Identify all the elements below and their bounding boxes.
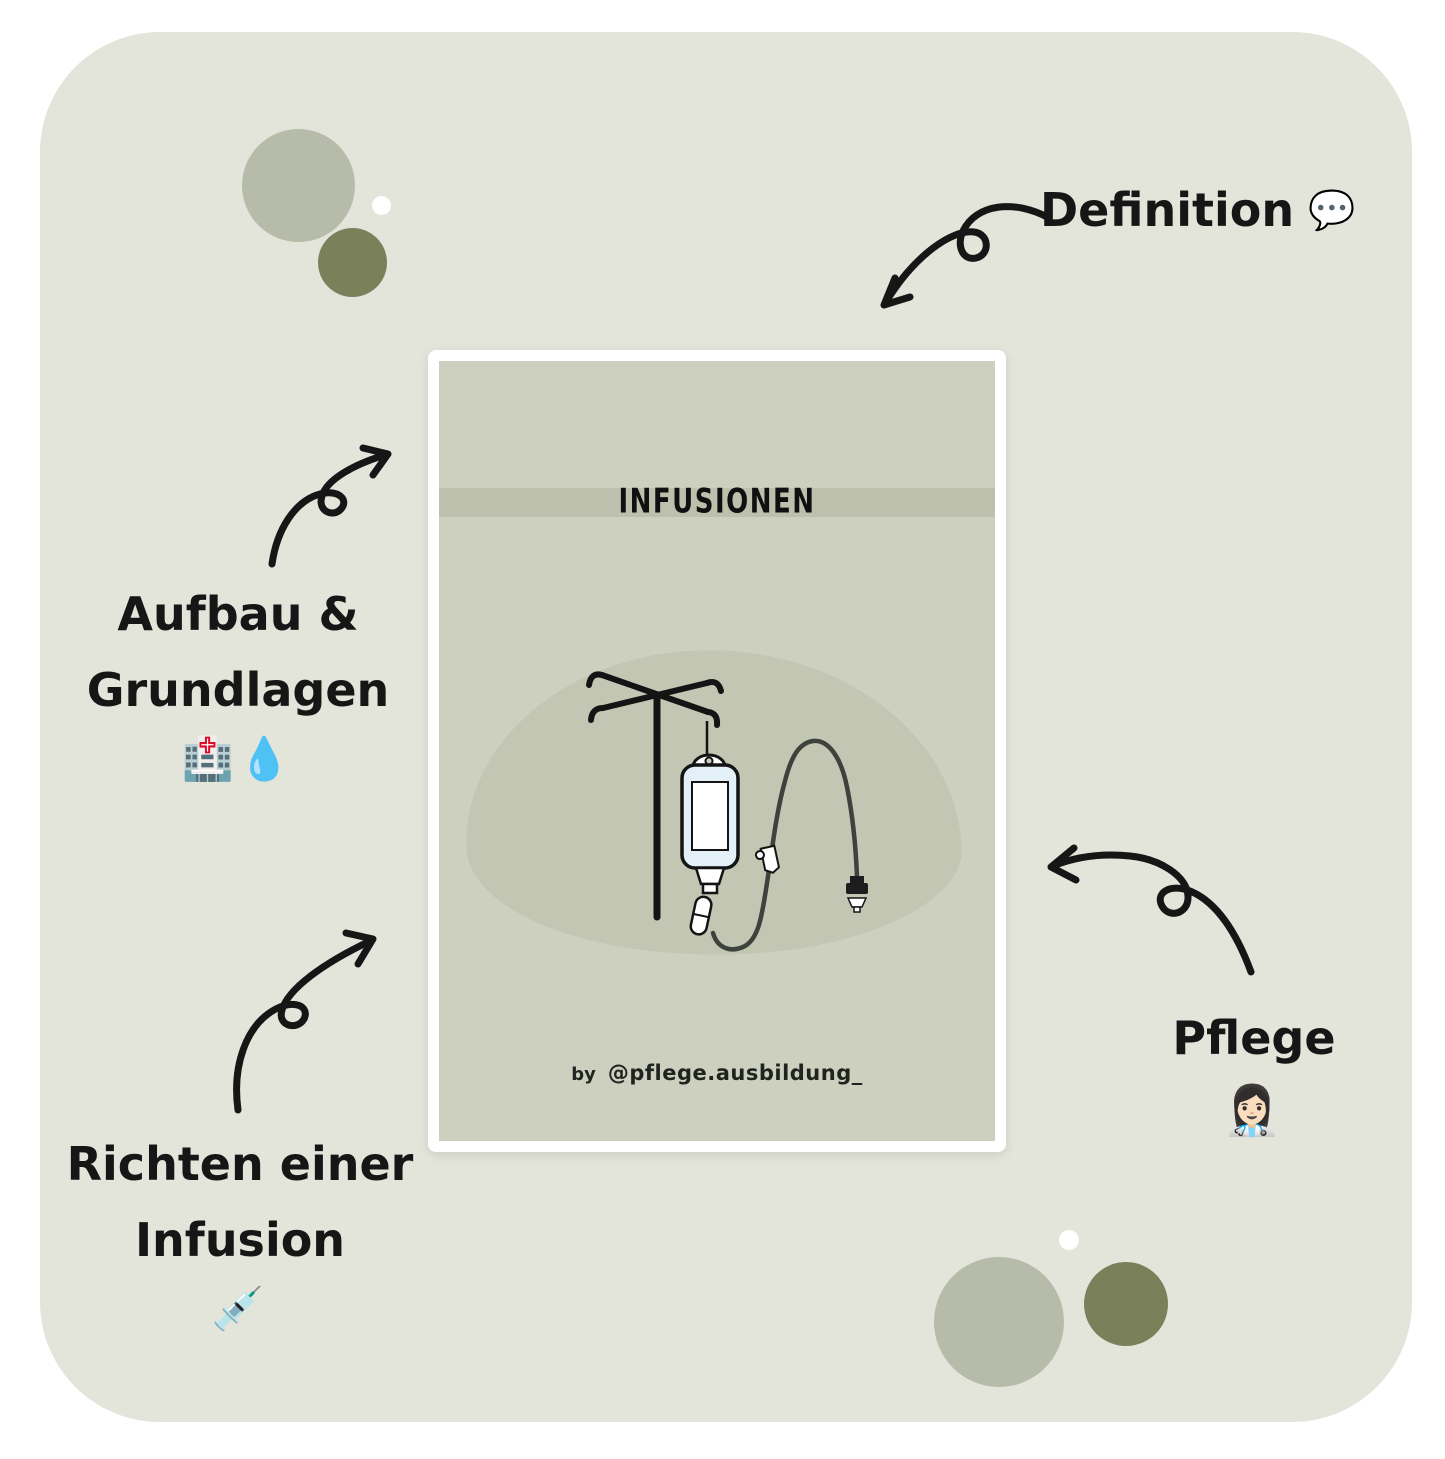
byline-by: by	[571, 1064, 596, 1085]
topic-aufbau-line1: Aufbau &	[117, 587, 359, 641]
arrow-to-card-from-aufbau	[262, 444, 402, 570]
decor-dot-white-bottom	[1059, 1230, 1079, 1250]
topic-richten-infusion: Richten einer Infusion 💉	[50, 1126, 430, 1340]
topic-richten-line2: Infusion	[134, 1213, 346, 1267]
luer-connector	[846, 876, 868, 913]
woman-health-worker-icon: 👩🏻‍⚕️	[1222, 1083, 1286, 1139]
topic-aufbau-line2: Grundlagen	[86, 663, 390, 717]
arrow-to-card-from-richten	[222, 926, 392, 1114]
bag-label	[691, 781, 729, 851]
cover-card-inner: INFUSIONEN	[439, 361, 995, 1141]
title-band	[439, 488, 995, 517]
card-title-text: INFUSIONEN	[618, 482, 816, 522]
iv-illustration	[586, 671, 868, 952]
pole-hooks	[586, 671, 724, 728]
topic-definition: Definition 💬	[1040, 172, 1400, 248]
decor-circle-light-bottom	[934, 1257, 1064, 1387]
tubing	[710, 738, 860, 952]
topic-definition-label: Definition	[1040, 183, 1295, 237]
topic-aufbau-grundlagen: Aufbau & Grundlagen 🏥💧	[58, 576, 418, 790]
decor-circle-light-top	[242, 129, 355, 242]
card-title: INFUSIONEN	[439, 475, 995, 529]
speech-balloon-icon: 💬	[1308, 187, 1356, 232]
arrow-to-card-from-definition	[862, 196, 1052, 328]
cover-card: INFUSIONEN	[428, 350, 1006, 1152]
syringe-icon: 💉	[211, 1284, 269, 1333]
arrow-to-card-from-pflege	[1038, 836, 1256, 978]
roller-clamp	[754, 844, 781, 874]
byline-handle: @pflege.ausbildung_	[607, 1061, 863, 1085]
bag-port-neck	[701, 882, 719, 895]
bag-port	[694, 866, 726, 886]
byline: by @pflege.ausbildung_	[439, 1061, 995, 1085]
topic-pflege-label: Pflege	[1172, 1011, 1336, 1065]
drip-chamber	[689, 895, 713, 936]
decor-circle-olive-bottom	[1084, 1262, 1168, 1346]
hospital-droplet-icons: 🏥💧	[181, 734, 295, 783]
background-panel	[40, 32, 1412, 1422]
topic-pflege: Pflege 👩🏻‍⚕️	[1138, 1000, 1370, 1146]
decor-dot-white-top	[372, 196, 391, 215]
decor-circle-olive-top	[318, 228, 387, 297]
topic-richten-line1: Richten einer	[66, 1137, 414, 1191]
